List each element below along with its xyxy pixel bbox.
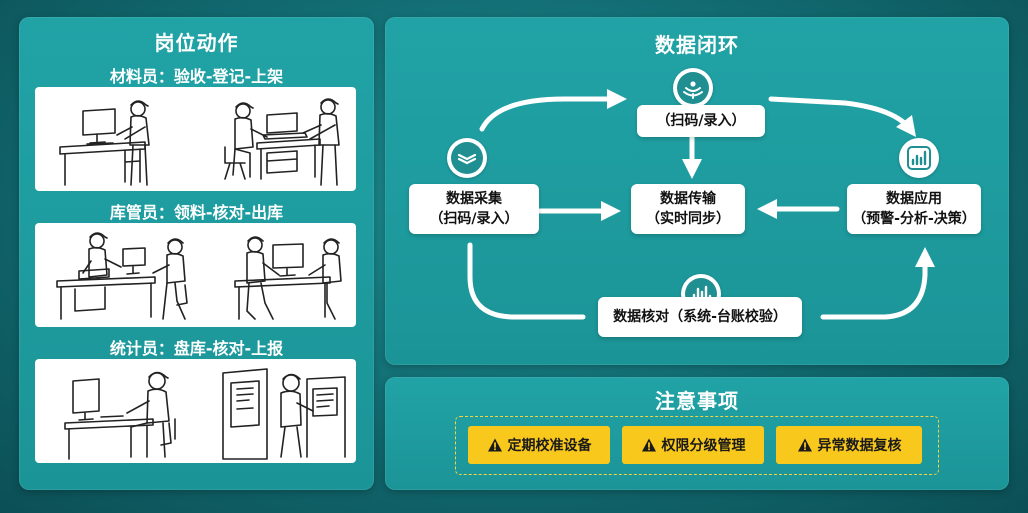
job-actions-panel: 岗位动作 材料员：验收-登记-上架 bbox=[19, 17, 374, 490]
warning-icon bbox=[797, 438, 812, 452]
apply-icon-badge bbox=[899, 138, 939, 178]
notes-title: 注意事项 bbox=[655, 389, 739, 413]
data-loop-panel: 数据闭环 数据采集 （扫码/录入） bbox=[385, 17, 1009, 365]
node-data-transfer-subtitle: （实时同步） bbox=[646, 211, 730, 227]
role-label-statistician: 统计员：盘库-核对-上报 bbox=[109, 339, 284, 358]
node-data-collection[interactable]: 数据采集 （扫码/录入） bbox=[409, 184, 539, 234]
node-data-collection-subtitle: （扫码/录入） bbox=[429, 211, 519, 227]
warning-icon bbox=[641, 438, 656, 452]
node-data-transfer-title: 数据传输 bbox=[660, 191, 716, 207]
node-data-application-title: 数据应用 bbox=[886, 191, 942, 207]
flow-arrows bbox=[467, 89, 935, 320]
arrow-scan-to-apply bbox=[768, 96, 917, 137]
role-label-warehouse-keeper: 库管员：领料-核对-出库 bbox=[109, 203, 284, 222]
node-scan-entry[interactable]: （扫码/录入） bbox=[637, 105, 765, 137]
layers-icon bbox=[451, 142, 483, 174]
node-data-collection-title: 数据采集 bbox=[446, 191, 502, 207]
collect-icon-badge bbox=[447, 138, 487, 178]
illustration-statistician bbox=[64, 368, 346, 460]
note-item-calibrate[interactable]: 定期校准设备 bbox=[468, 426, 610, 464]
node-scan-entry-label: （扫码/录入） bbox=[656, 113, 746, 129]
note-item-review[interactable]: 异常数据复核 bbox=[776, 426, 922, 464]
node-data-application-subtitle: （预警-分析-决策） bbox=[852, 211, 976, 227]
illustration-material-clerk bbox=[59, 98, 340, 186]
scene-material-clerk bbox=[35, 87, 356, 191]
data-loop-title: 数据闭环 bbox=[655, 33, 739, 57]
note-item-permissions-label: 权限分级管理 bbox=[661, 438, 746, 454]
node-data-transfer[interactable]: 数据传输 （实时同步） bbox=[631, 184, 745, 234]
warning-icon bbox=[487, 438, 502, 452]
notes-panel: 注意事项 定期校准设备 权限分级管理 异常数据复核 bbox=[385, 377, 1009, 490]
notes-items-box: 定期校准设备 权限分级管理 异常数据复核 bbox=[455, 416, 939, 475]
arrow-collect-to-scan bbox=[479, 89, 627, 132]
node-data-application[interactable]: 数据应用 （预警-分析-决策） bbox=[847, 184, 981, 234]
job-actions-title: 岗位动作 bbox=[154, 31, 239, 55]
arrow-collect-to-verify bbox=[467, 242, 586, 320]
note-item-calibrate-label: 定期校准设备 bbox=[507, 438, 592, 454]
note-item-review-label: 异常数据复核 bbox=[817, 438, 902, 454]
sprout-icon bbox=[677, 72, 709, 104]
node-data-verification[interactable]: 数据核对（系统-台账校验） bbox=[598, 297, 802, 337]
role-label-material-clerk: 材料员：验收-登记-上架 bbox=[109, 67, 284, 86]
scene-warehouse-keeper bbox=[35, 223, 356, 327]
scene-statistician bbox=[35, 359, 356, 463]
note-item-permissions[interactable]: 权限分级管理 bbox=[622, 426, 764, 464]
bar-chart-icon bbox=[907, 146, 931, 170]
illustration-warehouse-keeper bbox=[56, 232, 342, 320]
arrow-verify-to-apply bbox=[820, 247, 935, 320]
node-data-verification-label: 数据核对（系统-台账校验） bbox=[613, 309, 787, 325]
scan-icon-badge bbox=[673, 68, 713, 108]
